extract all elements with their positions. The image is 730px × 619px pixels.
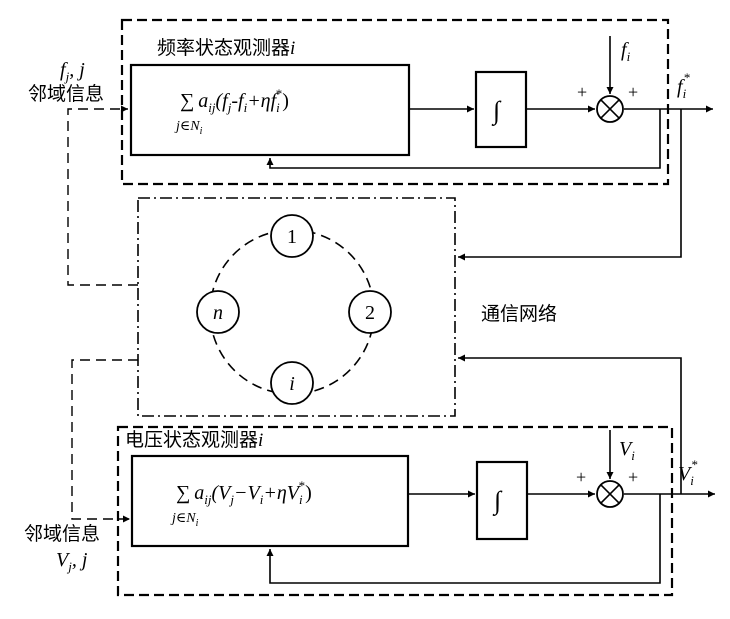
freq-plus-right: + (628, 82, 638, 102)
network-frame (137, 197, 456, 417)
freq-consensus-block (129, 63, 411, 157)
freq-output-label: fi* (677, 70, 690, 101)
volt-observer-frame (116, 425, 674, 597)
volt-neighbor-label: 邻域信息 (24, 523, 100, 545)
network-node-i: i (270, 361, 314, 405)
svg-text:i: i (289, 373, 295, 395)
volt-integrator-block (475, 460, 529, 541)
svg-text:1: 1 (287, 226, 297, 248)
volt-consensus-block (130, 454, 410, 548)
freq-reference-label: fi (621, 39, 631, 64)
volt-reference-label: Vi (619, 438, 635, 463)
volt-plus-left: + (576, 467, 586, 487)
freq-integrator-block (474, 70, 528, 149)
volt-input-label: Vj, j (56, 549, 88, 574)
freq-input-label: fj, j (60, 59, 85, 84)
svg-text:2: 2 (365, 302, 375, 324)
freq-observer-title: 频率状态观测器i (157, 37, 295, 59)
network-node-n: n (196, 290, 240, 334)
volt-observer-title: 电压状态观测器i (125, 429, 263, 451)
freq-integrator-symbol: ∫ (491, 96, 502, 126)
volt-consensus-expression: ∑aij(Vj−Vi+ηVi*) (176, 478, 312, 507)
freq-neighbor-label: 邻域信息 (28, 83, 104, 105)
volt-plus-right: + (628, 467, 638, 487)
volt-summing-junction (596, 480, 624, 508)
freq-observer-frame (120, 18, 670, 186)
freq-sum-index: j∈Ni (174, 119, 203, 137)
freq-consensus-expression: ∑aij(fj-fi+ηfi*) (180, 86, 289, 115)
network-node-1: 1 (270, 214, 314, 258)
network-node-2: 2 (348, 290, 392, 334)
svg-text:n: n (213, 302, 223, 324)
freq-summing-junction (596, 95, 624, 123)
volt-integrator-symbol: ∫ (492, 486, 503, 516)
volt-sum-index: j∈Ni (170, 511, 199, 529)
network-label: 通信网络 (481, 303, 557, 325)
freq-plus-left: + (577, 82, 587, 102)
